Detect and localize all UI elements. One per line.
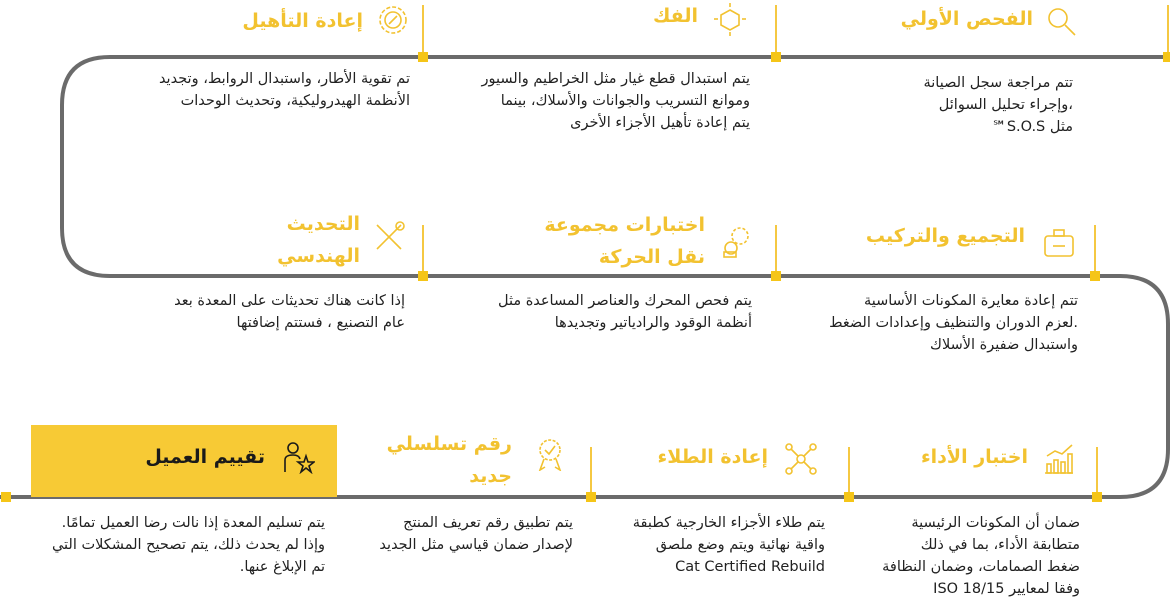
step-title-line: الفك	[652, 5, 698, 27]
description-line: تتم إعادة معايرة المكونات الأساسية	[863, 293, 1078, 309]
description-line: أنظمة الوقود والرادياتير وتجديدها	[554, 315, 752, 331]
step-connector-line	[422, 5, 424, 57]
step-connector-line	[422, 225, 424, 276]
step-connector-line	[775, 225, 777, 276]
step-title: الفك	[653, 0, 698, 32]
highlight-box	[31, 425, 337, 497]
description-line: إذا كانت هناك تحديثات على المعدة بعد	[174, 293, 405, 309]
description-line: تم الإبلاغ عنها.	[239, 559, 325, 575]
step-marker	[844, 492, 854, 502]
step-marker	[418, 52, 428, 62]
step-title-line: نقل الحركة	[598, 246, 705, 268]
description-line: واقية نهائية ويتم وضع ملصق	[655, 537, 825, 553]
step-title: تقييم العميل	[145, 441, 265, 473]
step-title: إعادة التأهيل	[242, 5, 363, 37]
step-description: تتم مراجعة سجل الصيانة ،وإجراء تحليل السو…	[923, 72, 1073, 138]
description-line: يتم تطبيق رقم تعريف المنتج	[403, 515, 573, 531]
network-nodes-icon	[784, 442, 818, 476]
step-description: يتم تسليم المعدة إذا نالت رضا العميل تما…	[52, 512, 325, 578]
step-connector-line	[848, 447, 850, 497]
step-marker	[1163, 52, 1170, 62]
step-title-line: التحديث	[286, 213, 360, 235]
description-line: ضغط الصمامات، وضمان النظافة	[882, 559, 1080, 575]
step-title-line: إعادة التأهيل	[242, 10, 363, 32]
step-title-line: التجميع والتركيب	[865, 225, 1025, 247]
step-title-line: إعادة الطلاء	[657, 446, 768, 468]
step-title: التجميع والتركيب	[866, 220, 1025, 252]
step-marker	[1092, 492, 1102, 502]
step-marker	[418, 271, 428, 281]
step-title-line: اختبارات مجموعة	[544, 214, 705, 236]
step-title-line: اختبار الأداء	[920, 446, 1028, 468]
step-description: إذا كانت هناك تحديثات على المعدة بعد عام …	[174, 290, 405, 334]
gear-wrench-icon	[376, 3, 410, 37]
description-line: يتم إعادة تأهيل الأجزاء الأخرى	[570, 115, 750, 131]
step-description: تتم إعادة معايرة المكونات الأساسية .لعزم …	[829, 290, 1078, 356]
step-description: يتم طلاء الأجزاء الخارجية كطبقة واقية نها…	[633, 512, 825, 578]
description-line: متطابقة الأداء، بما في ذلك	[920, 537, 1080, 553]
chart-icon	[1042, 442, 1076, 476]
step-connector-line	[1096, 447, 1098, 497]
description-line: يتم استبدال قطع غيار مثل الخراطيم والسيو…	[481, 71, 750, 87]
step-marker	[771, 52, 781, 62]
award-badge-icon	[533, 437, 567, 472]
step-description: ضمان أن المكونات الرئيسية متطابقة الأداء،…	[882, 512, 1080, 600]
step-connector-line	[1167, 5, 1169, 57]
description-line: مثل S.O.S℠	[992, 119, 1073, 135]
step-connector-line	[1094, 225, 1096, 276]
step-description: يتم تطبيق رقم تعريف المنتج لإصدار ضمان قي…	[379, 512, 573, 556]
step-title: إعادة الطلاء	[657, 441, 768, 473]
step-connector-line	[590, 447, 592, 497]
step-marker	[586, 492, 596, 502]
description-line: الأنظمة الهيدروليكية، وتحديث الوحدات	[180, 93, 410, 109]
description-line: .لعزم الدوران والتنظيف وإعدادات الضغط	[829, 315, 1078, 331]
description-line: يتم فحص المحرك والعناصر المساعدة مثل	[497, 293, 752, 309]
step-title-line: رقم تسلسلي	[386, 433, 512, 455]
disassembly-cube-icon	[713, 2, 747, 36]
description-line: يتم طلاء الأجزاء الخارجية كطبقة	[632, 515, 825, 531]
description-line: ،وإجراء تحليل السوائل	[938, 97, 1073, 113]
step-marker	[1090, 271, 1100, 281]
description-line: وإذا لم يحدث ذلك، يتم تصحيح المشكلات الت…	[51, 537, 325, 553]
description-line: تم تقوية الأطار، واستبدال الروابط، وتجدي…	[158, 71, 410, 87]
step-description: يتم فحص المحرك والعناصر المساعدة مثل أنظم…	[498, 290, 752, 334]
step-title-line: الهندسي	[277, 245, 360, 267]
description-line: ضمان أن المكونات الرئيسية	[911, 515, 1080, 531]
step-title: اختبار الأداء	[921, 441, 1028, 473]
step-title-line: تقييم العميل	[145, 446, 265, 468]
step-title: اختبارات مجموعة نقل الحركة	[544, 209, 705, 273]
description-line: تتم مراجعة سجل الصيانة	[923, 75, 1073, 91]
description-line: Cat Certified Rebuild	[675, 559, 825, 575]
tools-crossed-icon	[372, 220, 406, 254]
step-title-line: جديد	[469, 465, 512, 487]
customer-stars-icon	[281, 440, 317, 475]
toolbox-icon	[1042, 226, 1076, 260]
step-marker	[771, 271, 781, 281]
step-connector-line	[775, 5, 777, 57]
drivetrain-gears-icon	[720, 224, 754, 258]
description-line: وفقا لمعايير ISO 18/15	[933, 581, 1080, 597]
step-description: تم تقوية الأطار، واستبدال الروابط، وتجدي…	[159, 68, 410, 112]
description-line: عام التصنيع ، فستتم إضافتها	[236, 315, 405, 331]
step-title: التحديث الهندسي	[277, 208, 360, 272]
step-title: رقم تسلسلي جديد	[387, 428, 512, 492]
description-line: وموانع التسريب والجوانات والأسلاك، بينما	[500, 93, 750, 109]
magnifier-icon	[1044, 4, 1078, 38]
description-line: لإصدار ضمان قياسي مثل الجديد	[379, 537, 573, 553]
description-line: يتم تسليم المعدة إذا نالت رضا العميل تما…	[61, 515, 325, 531]
step-title: الفحص الأولي	[901, 3, 1033, 35]
step-title-line: الفحص الأولي	[900, 8, 1033, 30]
step-marker	[1, 492, 11, 502]
step-description: يتم استبدال قطع غيار مثل الخراطيم والسيو…	[481, 68, 750, 134]
description-line: واستبدال ضفيرة الأسلاك	[930, 337, 1078, 353]
